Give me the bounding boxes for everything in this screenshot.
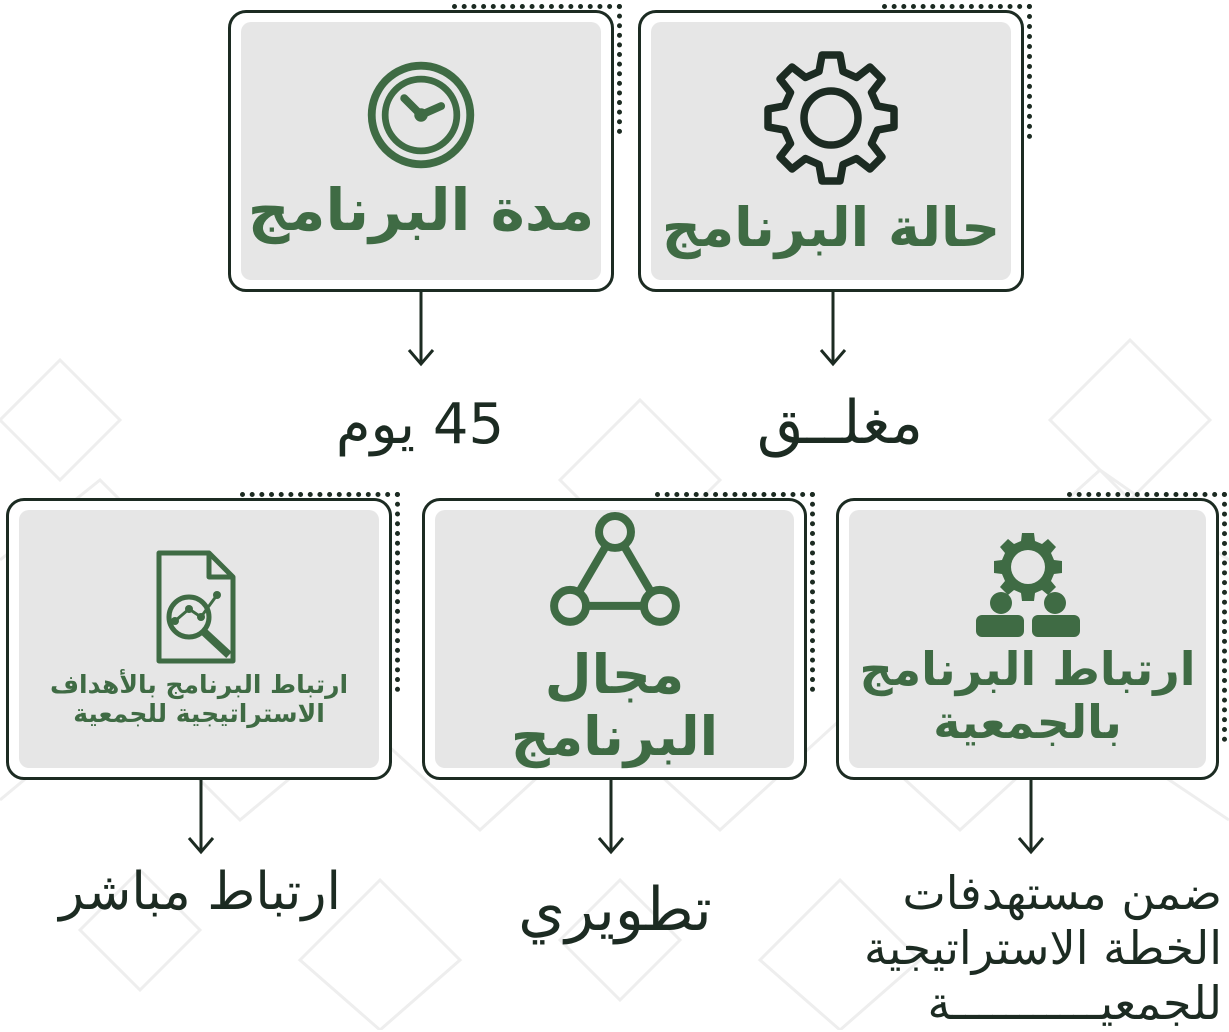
goals-value: ارتباط مباشر xyxy=(59,862,341,922)
duration-value: 45 يوم xyxy=(335,392,505,457)
card-title-line1: ارتباط البرنامج بالأهداف xyxy=(49,670,349,700)
association-value: ضمن مستهدفات الخطة الاستراتيجية للجمعيــ… xyxy=(832,866,1222,1032)
association-value-line1: ضمن مستهدفات xyxy=(902,866,1222,920)
card-panel: مجال البرنامج xyxy=(435,510,794,768)
card-panel: ارتباط البرنامج بالجمعية xyxy=(849,510,1206,768)
card-program-goals: ارتباط البرنامج بالأهداف الاستراتيجية لل… xyxy=(6,492,400,780)
dotted-corner xyxy=(240,492,400,692)
team-gear-icon xyxy=(975,533,1080,638)
gear-icon xyxy=(764,51,898,185)
card-title-line1: ارتباط البرنامج xyxy=(859,642,1196,697)
status-value: مغلــق xyxy=(756,388,924,458)
clock-icon xyxy=(367,61,475,168)
domain-value: تطويري xyxy=(518,875,712,945)
card-title: حالة البرنامج xyxy=(661,195,1001,259)
card-program-domain: مجال البرنامج xyxy=(422,492,815,780)
analysis-report-icon xyxy=(156,550,236,664)
arrow-down-icon xyxy=(407,292,435,367)
card-panel: ارتباط البرنامج بالأهداف الاستراتيجية لل… xyxy=(19,510,379,768)
card-program-association: ارتباط البرنامج بالجمعية xyxy=(836,492,1227,780)
association-value-line2: الخطة الاستراتيجية xyxy=(863,921,1222,976)
dotted-corner xyxy=(655,492,815,692)
network-icon xyxy=(549,511,680,626)
card-panel: مدة البرنامج xyxy=(241,22,601,280)
card-title-line2: بالجمعية xyxy=(933,695,1122,749)
dotted-corner xyxy=(452,4,622,134)
arrow-down-icon xyxy=(819,292,847,367)
arrow-down-icon xyxy=(1017,780,1045,855)
dotted-corner xyxy=(1067,492,1227,742)
card-title: مجال البرنامج xyxy=(510,642,719,768)
card-title: مدة البرنامج xyxy=(247,175,595,244)
card-program-status: حالة البرنامج xyxy=(638,4,1032,292)
card-panel: حالة البرنامج xyxy=(651,22,1011,280)
arrow-down-icon xyxy=(187,780,215,855)
association-value-line3: للجمعيـــــــــــة xyxy=(927,976,1222,1031)
arrow-down-icon xyxy=(597,780,625,855)
card-title-line2: الاستراتيجية للجمعية xyxy=(73,699,325,728)
dotted-corner xyxy=(882,4,1032,139)
card-program-duration: مدة البرنامج xyxy=(228,4,622,292)
